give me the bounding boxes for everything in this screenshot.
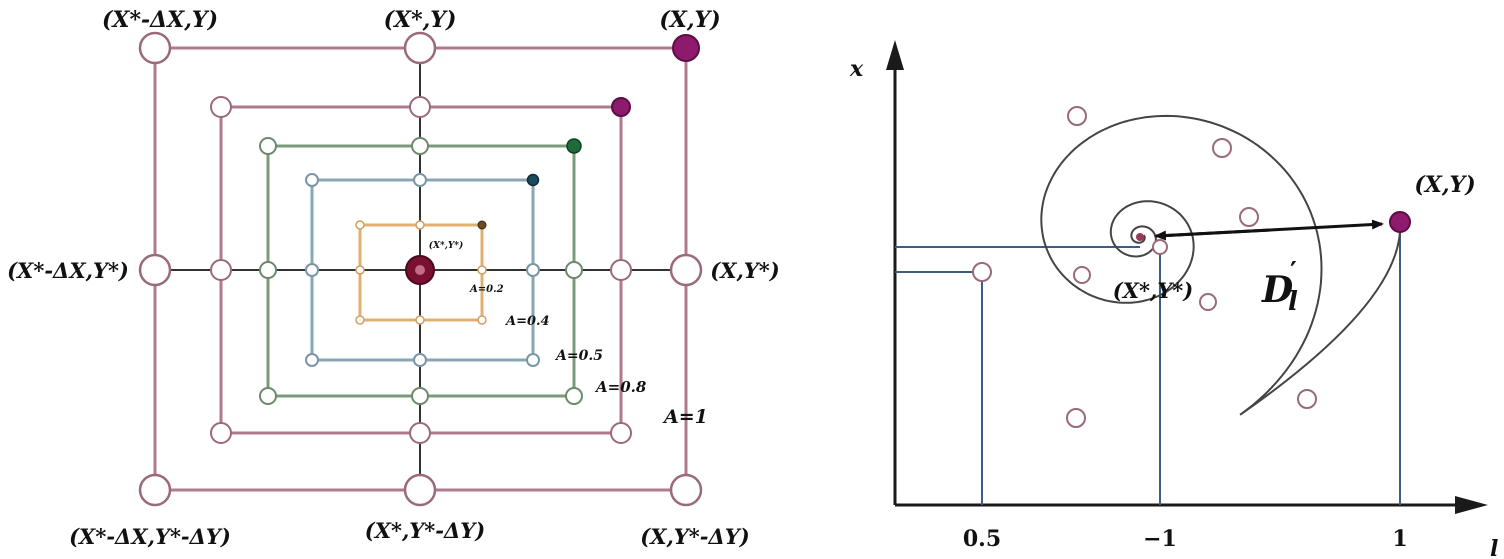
node: [526, 353, 540, 367]
node: [413, 353, 427, 367]
node: [305, 353, 319, 367]
guide-lines: [895, 222, 1401, 505]
node: [415, 315, 425, 325]
spiral-node: [1067, 106, 1087, 126]
label-a02: A=0.2: [469, 284, 504, 295]
node-mid-left: [138, 253, 172, 287]
node: [210, 259, 232, 281]
label-bottom-center: (X*,Y*-ΔY): [365, 518, 485, 543]
distance-arrow-left: [1154, 228, 1271, 241]
spiral-curve: [1040, 114, 1402, 416]
distance-label-prime: ′: [1290, 257, 1297, 287]
node: [305, 263, 319, 277]
label-a08: A=0.8: [594, 378, 647, 396]
y-axis-label: x: [849, 56, 864, 82]
spiral-node: [1297, 389, 1317, 409]
node: [477, 265, 487, 275]
tick-neg-1: −1: [1143, 526, 1177, 552]
distance-label-sub: l: [1288, 287, 1298, 317]
node: [413, 173, 427, 187]
left-grid-diagram: (X*-ΔX,Y) (X*,Y) (X,Y) (X*-ΔX,Y*) (X,Y*)…: [7, 7, 780, 549]
node-bottom-center: [403, 473, 437, 507]
spiral-node: [1073, 266, 1091, 284]
distance-label-d: D: [1261, 269, 1293, 311]
label-a05: A=0.5: [554, 348, 603, 364]
node-top-center: [403, 31, 437, 65]
node-top-right-target: [672, 34, 700, 62]
node-mid-right: [669, 253, 703, 287]
y-axis-arrow: [886, 40, 904, 70]
node: [259, 387, 277, 405]
nodes-a05: [259, 137, 583, 405]
node: [210, 96, 232, 118]
nodes-a1: [138, 31, 703, 507]
node-a05-corner: [566, 138, 582, 154]
spiral-node: [1212, 138, 1232, 158]
spiral-node: [1199, 293, 1217, 311]
node: [565, 387, 583, 405]
node: [411, 387, 429, 405]
node: [355, 220, 365, 230]
node: [477, 315, 487, 325]
node: [610, 422, 632, 444]
label-a1: A=1: [662, 406, 708, 428]
label-spiral-center: (X*,Y*): [1113, 278, 1193, 303]
label-bottom-left: (X*-ΔX,Y*-ΔY): [69, 524, 231, 549]
node: [610, 259, 632, 281]
spiral-node: [1239, 207, 1259, 227]
center-node-inner: [415, 265, 425, 275]
label-bottom-right: (X,Y*-ΔY): [640, 524, 749, 549]
spiral-node: [1152, 239, 1168, 255]
nodes-a02: [355, 220, 487, 325]
node: [259, 137, 277, 155]
node: [565, 261, 583, 279]
label-target: (X,Y): [1414, 172, 1475, 198]
node: [409, 96, 431, 118]
node: [409, 422, 431, 444]
label-a04: A=0.4: [504, 314, 550, 329]
node-top-left: [138, 31, 172, 65]
label-top-center: (X*,Y): [384, 7, 457, 33]
node: [411, 137, 429, 155]
spiral-node: [972, 262, 992, 282]
node: [259, 261, 277, 279]
distance-label: D l ′: [1261, 257, 1298, 317]
nodes-a04: [305, 173, 540, 367]
spiral-node: [1066, 408, 1086, 428]
node: [210, 422, 232, 444]
label-top-right: (X,Y): [659, 7, 720, 33]
node-bottom-right: [669, 473, 703, 507]
node: [355, 315, 365, 325]
x-axis-label: l: [1490, 536, 1498, 559]
spiral-nodes: [972, 106, 1317, 428]
spiral-center: [1136, 233, 1144, 241]
tick-1: 1: [1392, 526, 1407, 552]
node: [305, 173, 319, 187]
label-top-left: (X*-ΔX,Y): [102, 7, 218, 33]
node-a08-corner: [611, 97, 631, 117]
node: [415, 220, 425, 230]
label-center: (X*,Y*): [429, 240, 463, 251]
node-a04-corner: [526, 173, 540, 187]
node: [355, 265, 365, 275]
node: [526, 263, 540, 277]
nodes-a08: [210, 96, 632, 444]
tick-0-5: 0.5: [963, 526, 1001, 552]
node-a02-corner: [477, 220, 487, 230]
x-axis-arrow: [1455, 496, 1488, 514]
label-mid-left: (X*-ΔX,Y*): [7, 258, 129, 283]
node-bottom-left: [138, 473, 172, 507]
right-spiral-diagram: x l (X,Y) (X*,Y*) D l ′ 0.5 −1 1: [849, 40, 1498, 559]
target-point: [1389, 211, 1411, 233]
label-mid-right: (X,Y*): [710, 258, 779, 283]
